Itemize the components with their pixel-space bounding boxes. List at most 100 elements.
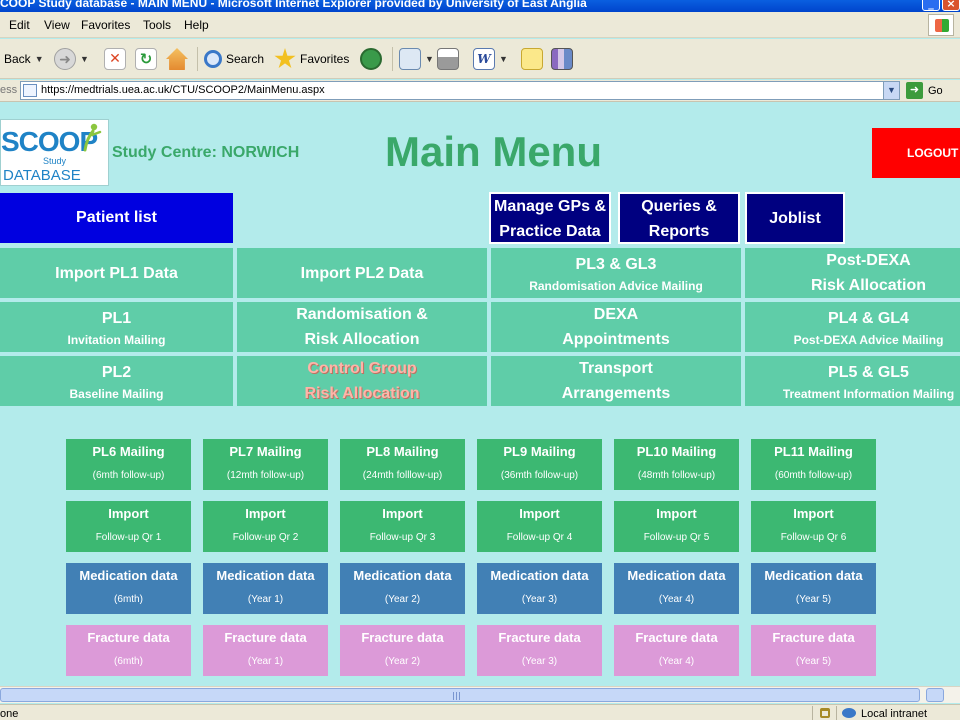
fracture-year2-button[interactable]: Fracture data(Year 2) <box>340 625 465 676</box>
control-group-button[interactable]: Control Group Risk Allocation <box>237 356 487 406</box>
fracture-year3-button[interactable]: Fracture data(Year 3) <box>477 625 602 676</box>
address-input[interactable]: https://medtrials.uea.ac.uk/CTU/SCOOP2/M… <box>20 81 900 100</box>
queries-line2: Reports <box>648 223 710 240</box>
tile-title: PL6 Mailing <box>92 444 165 459</box>
research-icon <box>551 48 573 70</box>
grid-sublabel: Randomisation Advice Mailing <box>529 278 703 293</box>
import-pl1-button[interactable]: Import PL1 Data <box>0 248 233 298</box>
address-url[interactable]: https://medtrials.uea.ac.uk/CTU/SCOOP2/M… <box>41 84 325 96</box>
grid-sublabel: Post-DEXA Advice Mailing <box>793 332 944 347</box>
scrollbar-thumb[interactable] <box>0 688 920 702</box>
tile-title: PL10 Mailing <box>636 444 717 459</box>
tile-sub: (Year 1) <box>247 656 284 667</box>
medication-6mth-button[interactable]: Medication data(6mth) <box>66 563 191 614</box>
lock-icon <box>820 708 830 718</box>
menu-favorites[interactable]: Favorites <box>81 18 131 32</box>
pl6-mailing-button[interactable]: PL6 Mailing(6mth follow-up) <box>66 439 191 490</box>
window-titlebar: COOP Study database - MAIN MENU - Micros… <box>0 0 960 12</box>
history-button[interactable] <box>360 47 382 71</box>
medication-year1-button[interactable]: Medication data(Year 1) <box>203 563 328 614</box>
search-icon <box>204 50 222 68</box>
medication-year4-button[interactable]: Medication data(Year 4) <box>614 563 739 614</box>
search-button[interactable]: Search <box>204 47 264 71</box>
queries-reports-button[interactable]: Queries & Reports <box>618 192 740 244</box>
back-button[interactable]: Back ▼ <box>4 47 44 71</box>
grid-sublabel: Treatment Information Mailing <box>782 386 955 401</box>
fracture-6mth-button[interactable]: Fracture data(6mth) <box>66 625 191 676</box>
windows-logo-icon <box>928 14 954 36</box>
randomisation-button[interactable]: Randomisation & Risk Allocation <box>237 302 487 352</box>
tile-title: Fracture data <box>224 630 307 645</box>
printer-icon <box>437 48 459 70</box>
favorites-button[interactable]: Favorites <box>274 47 349 71</box>
tile-title: Medication data <box>490 568 589 583</box>
forward-button[interactable]: ➜ ▼ <box>54 47 89 71</box>
close-button[interactable]: × <box>942 0 960 11</box>
menu-help[interactable]: Help <box>184 18 209 32</box>
pl3-gl3-button[interactable]: PL3 & GL3 Randomisation Advice Mailing <box>491 248 741 298</box>
pl10-mailing-button[interactable]: PL10 Mailing(48mth follow-up) <box>614 439 739 490</box>
manage-gps-button[interactable]: Manage GPs & Practice Data <box>489 192 611 244</box>
scroll-right-button[interactable] <box>926 688 944 702</box>
menu-view[interactable]: View <box>44 18 70 32</box>
fracture-year1-button[interactable]: Fracture data (Year 1) <box>203 625 328 676</box>
horizontal-scrollbar[interactable] <box>0 686 960 703</box>
medication-year5-button[interactable]: Medication data(Year 5) <box>751 563 876 614</box>
pl2-baseline-button[interactable]: PL2 Baseline Mailing <box>0 356 233 406</box>
fracture-year5-button[interactable]: Fracture data(Year 5) <box>751 625 876 676</box>
chevron-down-icon[interactable]: ▼ <box>34 54 44 64</box>
go-button[interactable]: ➜ Go <box>906 82 943 99</box>
medication-year3-button[interactable]: Medication data(Year 3) <box>477 563 602 614</box>
patient-list-button[interactable]: Patient list <box>0 193 233 243</box>
pl8-mailing-button[interactable]: PL8 Mailing(24mth folllow-up) <box>340 439 465 490</box>
research-button[interactable] <box>551 47 573 71</box>
medication-year2-button[interactable]: Medication data(Year 2) <box>340 563 465 614</box>
page-icon <box>23 84 37 97</box>
edit-word-button[interactable]: W ▼ <box>473 47 508 71</box>
transport-button[interactable]: Transport Arrangements <box>491 356 741 406</box>
refresh-button[interactable]: ↻ <box>135 47 157 71</box>
import-pl2-button[interactable]: Import PL2 Data <box>237 248 487 298</box>
home-button[interactable] <box>166 47 188 71</box>
fracture-year4-button[interactable]: Fracture data(Year 4) <box>614 625 739 676</box>
menu-edit[interactable]: Edit <box>9 18 30 32</box>
dexa-appointments-button[interactable]: DEXA Appointments <box>491 302 741 352</box>
chevron-down-icon[interactable]: ▼ <box>425 54 434 64</box>
browser-toolbar: Back ▼ ➜ ▼ ✕ ↻ Search Favorites ▼ W ▼ <box>0 39 960 79</box>
status-divider <box>812 706 813 720</box>
pl4-gl4-button[interactable]: PL4 & GL4 Post-DEXA Advice Mailing <box>745 302 960 352</box>
logout-button[interactable]: LOGOUT <box>872 128 960 178</box>
grid-label: Import PL1 Data <box>55 264 178 282</box>
stop-button[interactable]: ✕ <box>104 47 126 71</box>
tile-sub: (6mth) <box>114 656 143 667</box>
pl9-mailing-button[interactable]: PL9 Mailing(36mth follow-up) <box>477 439 602 490</box>
pl5-gl5-button[interactable]: PL5 & GL5 Treatment Information Mailing <box>745 356 960 406</box>
post-dexa-risk-button[interactable]: Post-DEXA Risk Allocation <box>745 248 960 298</box>
menu-tools[interactable]: Tools <box>143 18 172 32</box>
joblist-button[interactable]: Joblist <box>745 192 845 244</box>
note-icon <box>521 48 543 70</box>
chevron-down-icon[interactable]: ▼ <box>80 54 89 64</box>
tile-sub: Follow-up Qr 6 <box>780 532 847 543</box>
grid-label: Appointments <box>562 331 670 348</box>
chevron-down-icon[interactable]: ▼ <box>883 82 899 99</box>
minimize-button[interactable]: _ <box>922 0 940 11</box>
mail-button[interactable]: ▼ <box>399 47 434 71</box>
pl11-mailing-button[interactable]: PL11 Mailing(60mth follow-up) <box>751 439 876 490</box>
pl7-mailing-button[interactable]: PL7 Mailing(12mth follow-up) <box>203 439 328 490</box>
tile-sub: (Year 4) <box>658 656 695 667</box>
grid-label: PL1 <box>101 309 132 327</box>
grid-label: PL2 <box>101 363 132 381</box>
chevron-down-icon[interactable]: ▼ <box>499 54 508 64</box>
discuss-button[interactable] <box>521 47 543 71</box>
refresh-icon: ↻ <box>135 48 157 70</box>
search-label: Search <box>226 52 265 66</box>
print-button[interactable] <box>437 47 459 71</box>
pl1-invitation-button[interactable]: PL1 Invitation Mailing <box>0 302 233 352</box>
